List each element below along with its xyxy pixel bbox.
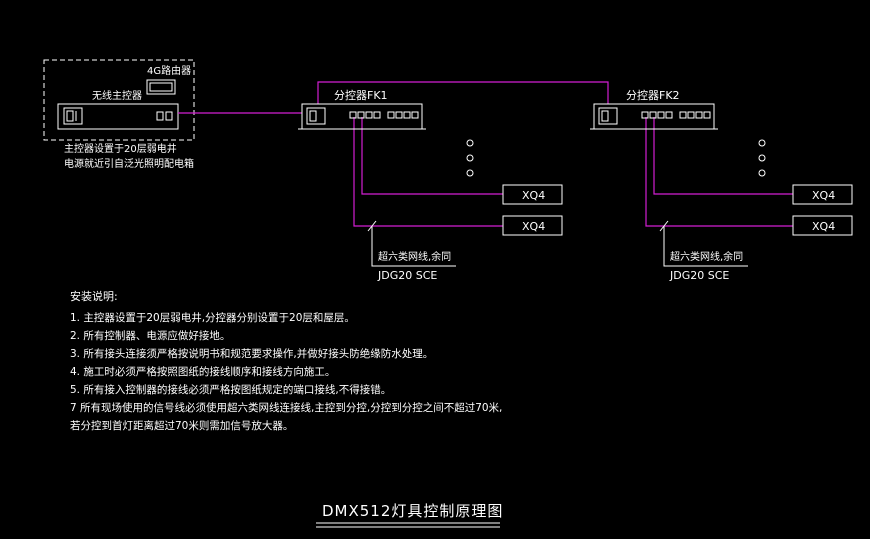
splitter-fk2-port-1-icon <box>641 111 649 119</box>
splitter-fk2-leader-line <box>663 226 748 267</box>
splitter-fk1-label: 分控器FK1 <box>334 88 388 102</box>
splitter-fk1-port-8-icon <box>411 111 419 119</box>
router-screen <box>149 82 173 92</box>
splitter-fk1-conduit: JDG20 SCE <box>377 269 437 282</box>
master-enclosure-dashed-border <box>43 59 195 141</box>
splitter-fk2-port-2-icon <box>649 111 657 119</box>
notes-item-3: 3. 所有接头连接须严格按说明书和规范要求操作,并做好接头防绝缘防水处理。 <box>70 347 433 360</box>
splitter-fk2-output-ports-group-a <box>641 111 673 119</box>
splitter-fk1-output-ports-group-b <box>387 111 419 119</box>
splitter-fk2-fixture-2-box <box>792 215 853 236</box>
splitter-fk1-port-3-icon <box>365 111 373 119</box>
splitter-fk1-port-2-icon <box>357 111 365 119</box>
master-power-port-inner <box>66 110 74 122</box>
splitter-fk1-port-1-icon <box>349 111 357 119</box>
splitter-fk1-port-5-icon <box>387 111 395 119</box>
splitter-fk2-port-8-icon <box>703 111 711 119</box>
fk2-upper-drop-wire <box>653 117 793 195</box>
master-note-line-1: 主控器设置于20层弱电井 <box>64 142 177 155</box>
splitter-fk2-port-4-icon <box>665 111 673 119</box>
fk1-lower-drop-wire <box>353 117 503 227</box>
splitter-fk1-port-6-icon <box>395 111 403 119</box>
splitter-fk1-power-port-inner <box>309 110 317 122</box>
splitter-fk2-continuation-dot-1 <box>758 139 766 147</box>
master-power-port-icon <box>63 107 83 125</box>
splitter-fk1-port-7-icon <box>403 111 411 119</box>
signal-wiring <box>178 81 793 227</box>
drawing-title: DMX512灯具控制原理图 <box>322 502 503 520</box>
splitter-fk2-conduit: JDG20 SCE <box>669 269 729 282</box>
splitter-fk1-fixture-1-box <box>502 184 563 205</box>
controller-label: 无线主控器 <box>92 89 142 102</box>
splitter-fk1-port-4-icon <box>373 111 381 119</box>
router-label: 4G路由器 <box>147 64 191 77</box>
splitter-fk2-port-3-icon <box>657 111 665 119</box>
splitter-fk2-continuation-dot-2 <box>758 154 766 162</box>
splitter-fk2: 分控器FK2 XQ4 XQ4 超六类网线,余同 JDG20 SCE <box>590 88 853 282</box>
notes-item-1: 1. 主控器设置于20层弱电井,分控器分别设置于20层和屋层。 <box>70 311 355 324</box>
splitter-fk1-fixture-2-label: XQ4 <box>522 220 545 233</box>
splitter-fk1-continuation-dot-1 <box>466 139 474 147</box>
splitter-fk1-power-port-icon <box>306 107 326 125</box>
splitter-fk1-fixture-1-label: XQ4 <box>522 189 545 202</box>
splitter-fk2-label: 分控器FK2 <box>626 88 680 102</box>
master-rj45-port-2-icon <box>165 111 173 121</box>
splitter-fk1: 分控器FK1 XQ4 XQ4 超六类网线,余同 JDG20 SCE <box>298 88 563 282</box>
master-rj45-port-1-icon <box>156 111 164 121</box>
notes-item-5: 5. 所有接入控制器的接线必须严格按图纸规定的端口接线,不得接错。 <box>70 383 391 396</box>
splitter-fk2-continuation-dot-3 <box>758 169 766 177</box>
splitter-fk2-fixture-1-label: XQ4 <box>812 189 835 202</box>
splitter-fk2-power-port-icon <box>598 107 618 125</box>
notes-item-7: 7 所有现场使用的信号线必须使用超六类网线连接线,主控到分控,分控到分控之间不超… <box>70 401 502 414</box>
splitter-fk2-fixture-2-label: XQ4 <box>812 220 835 233</box>
splitter-fk1-output-ports-group-a <box>349 111 381 119</box>
fk1-to-fk2-wire <box>317 81 609 104</box>
splitter-fk1-fixture-2-box <box>502 215 563 236</box>
splitter-fk1-continuation-dot-2 <box>466 154 474 162</box>
master-note-line-2: 电源就近引自泛光照明配电箱 <box>64 157 194 170</box>
splitter-fk1-leader-line <box>371 226 456 267</box>
splitter-fk2-port-7-icon <box>695 111 703 119</box>
splitter-fk2-power-port-inner <box>601 110 609 122</box>
splitter-fk2-port-5-icon <box>679 111 687 119</box>
drawing-title-block: DMX512灯具控制原理图 <box>316 502 503 528</box>
installation-notes: 安装说明: 1. 主控器设置于20层弱电井,分控器分别设置于20层和屋层。 2.… <box>70 289 502 432</box>
master-controller-box <box>57 103 179 130</box>
notes-heading: 安装说明: <box>70 289 118 303</box>
router-box <box>146 79 176 95</box>
notes-item-4: 4. 施工时必须严格按照图纸的接线顺序和接线方向施工。 <box>70 365 335 378</box>
fk1-upper-drop-wire <box>361 117 503 195</box>
splitter-fk1-cable-spec: 超六类网线,余同 <box>378 250 451 263</box>
master-controller-group: 4G路由器 无线主控器 主控器设置于20层弱电井 电源就近引自泛光照明配电箱 <box>43 59 195 170</box>
splitter-fk2-port-6-icon <box>687 111 695 119</box>
splitter-fk2-output-ports-group-b <box>679 111 711 119</box>
notes-item-2: 2. 所有控制器、电源应做好接地。 <box>70 329 230 342</box>
splitter-fk2-cable-spec: 超六类网线,余同 <box>670 250 743 263</box>
fk2-lower-drop-wire <box>645 117 793 227</box>
notes-item-7-continued: 若分控到首灯距离超过70米则需加信号放大器。 <box>70 419 293 432</box>
splitter-fk1-continuation-dot-3 <box>466 169 474 177</box>
splitter-fk2-fixture-1-box <box>792 184 853 205</box>
